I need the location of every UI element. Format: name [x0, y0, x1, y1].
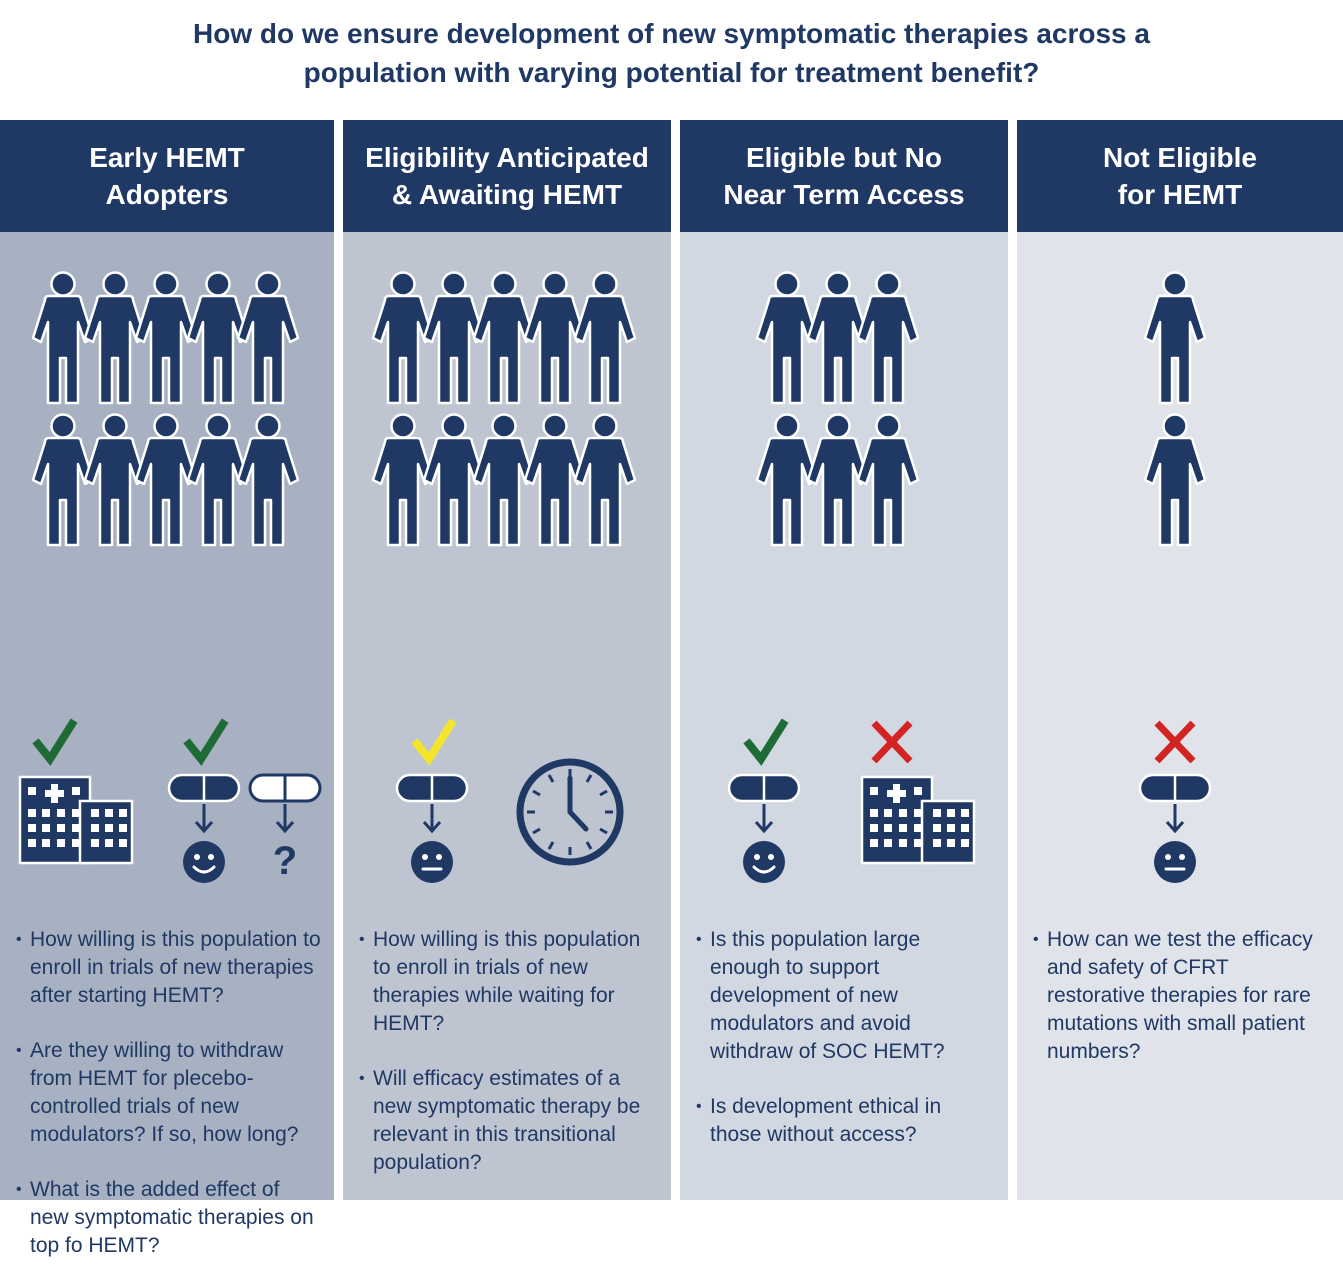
column-heading: Not Eligible for HEMT — [1017, 120, 1343, 232]
list-item: Is development ethical in those without … — [696, 1093, 996, 1149]
column-body: Is this population large enough to suppo… — [680, 232, 1008, 1200]
list-item: What is the added effect of new symptoma… — [16, 1176, 322, 1260]
column-body: How can we test the efficacy and safety … — [1017, 232, 1343, 1200]
clock-icon — [516, 758, 624, 866]
list-item: How can we test the efficacy and safety … — [1033, 926, 1331, 1066]
title-line-2: population with varying potential for tr… — [303, 57, 1040, 88]
heading-line-1: Eligibility Anticipated — [365, 142, 649, 173]
status-icons: ? — [18, 232, 322, 885]
column-heading: Eligibility Anticipated & Awaiting HEMT — [343, 120, 671, 232]
column-early-hemt-adopters: Early HEMT Adopters ? How w — [0, 120, 334, 1257]
pill-icon — [1138, 773, 1212, 803]
list-item: Are they willing to withdraw from HEMT f… — [16, 1037, 322, 1149]
list-item: Will efficacy estimates of a new symptom… — [359, 1065, 659, 1177]
neutral-face-icon — [409, 839, 455, 885]
status-icons — [1138, 232, 1212, 885]
smiley-icon — [741, 839, 787, 885]
heading-line-1: Not Eligible — [1103, 142, 1257, 173]
check-icon — [749, 724, 783, 759]
arrow-down-icon — [754, 802, 774, 833]
cross-icon — [1157, 723, 1193, 761]
pill-outline-icon — [248, 773, 322, 803]
question-list: How can we test the efficacy and safety … — [1033, 926, 1331, 1093]
column-body: How willing is this population to enroll… — [343, 232, 671, 1200]
arrow-down-icon — [1165, 802, 1185, 833]
heading-line-2: & Awaiting HEMT — [391, 179, 623, 210]
column-not-eligible: Not Eligible for HEMT How can we test th… — [1017, 120, 1343, 1200]
check-icon — [38, 724, 72, 759]
arrow-down-icon — [194, 802, 214, 833]
heading-line-2: Near Term Access — [723, 179, 965, 210]
smiley-icon — [181, 839, 227, 885]
arrow-down-icon — [275, 802, 295, 833]
pill-icon — [727, 773, 801, 803]
arrow-down-icon — [422, 802, 442, 833]
column-eligibility-anticipated: Eligibility Anticipated & Awaiting HEMT — [343, 120, 671, 1200]
heading-line-1: Eligible but No — [746, 142, 942, 173]
list-item: Is this population large enough to suppo… — [696, 926, 996, 1066]
question-list: How willing is this population to enroll… — [359, 926, 659, 1204]
question-mark-icon: ? — [273, 839, 297, 883]
check-icon — [417, 724, 451, 759]
heading-line-1: Early HEMT — [89, 142, 245, 173]
column-eligible-no-access: Eligible but No Near Term Access Is this… — [680, 120, 1008, 1200]
status-icons — [395, 232, 624, 885]
question-list: How willing is this population to enroll… — [16, 926, 322, 1287]
check-icon — [189, 724, 223, 759]
list-item: How willing is this population to enroll… — [359, 926, 659, 1038]
hospital-icon — [18, 775, 134, 865]
status-icons — [727, 232, 976, 885]
title-line-1: How do we ensure development of new symp… — [193, 18, 1150, 49]
heading-line-2: Adopters — [105, 179, 229, 210]
heading-line-2: for HEMT — [1117, 179, 1243, 210]
column-heading: Eligible but No Near Term Access — [680, 120, 1008, 232]
list-item: How willing is this population to enroll… — [16, 926, 322, 1010]
hospital-icon — [860, 775, 976, 865]
page-title: How do we ensure development of new symp… — [0, 14, 1343, 92]
neutral-face-icon — [1152, 839, 1198, 885]
column-heading: Early HEMT Adopters — [0, 120, 334, 232]
pill-icon — [167, 773, 241, 803]
pill-icon — [395, 773, 469, 803]
column-body: ? How willing is this population to enro… — [0, 232, 334, 1257]
question-list: Is this population large enough to suppo… — [696, 926, 996, 1176]
cross-icon — [874, 723, 910, 761]
